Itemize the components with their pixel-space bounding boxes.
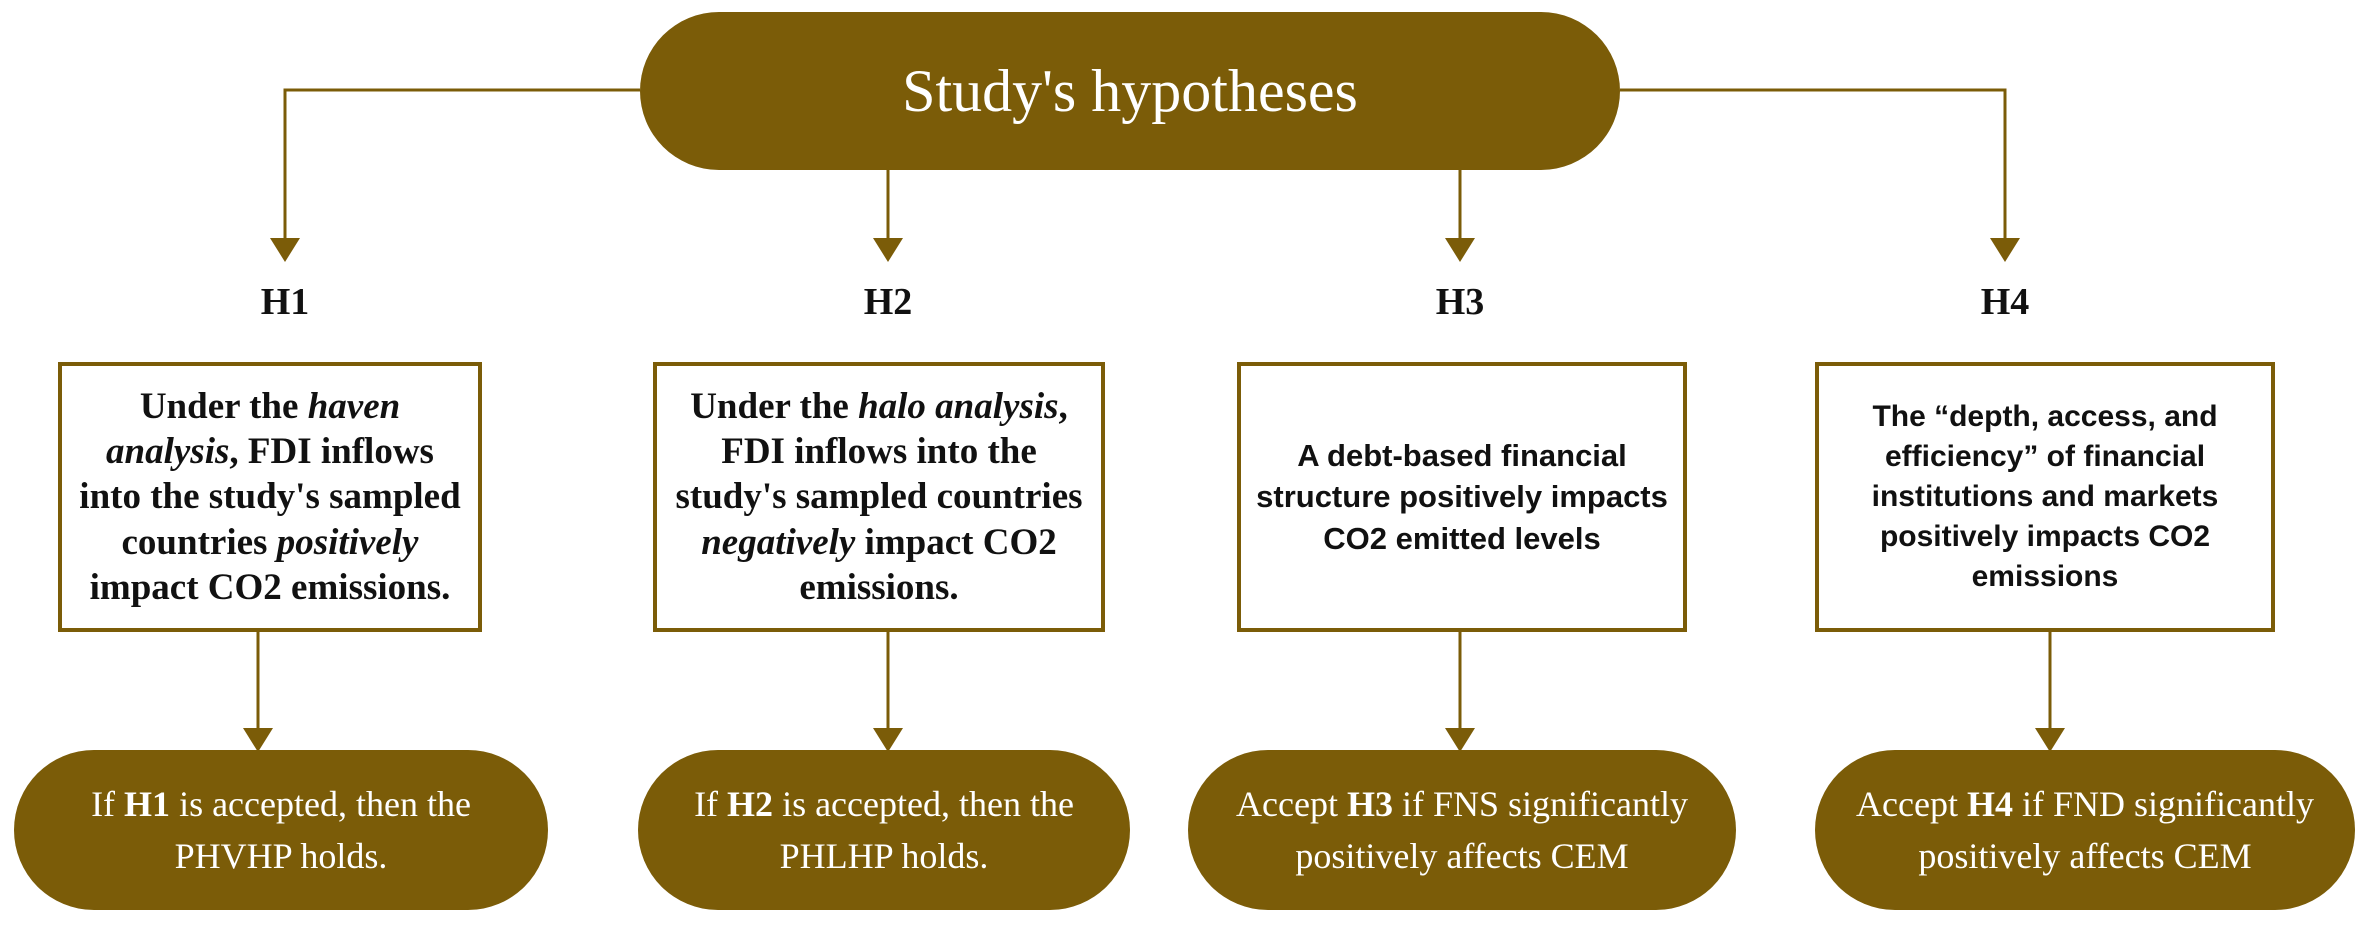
h4-label: H4 bbox=[1980, 281, 2030, 323]
root-node: Study's hypotheses bbox=[640, 12, 1620, 170]
arrowhead-h2 bbox=[873, 238, 903, 262]
h4-outcome-text: Accept H4 if FND significantly positivel… bbox=[1856, 783, 2314, 876]
arrowhead-h3-outcome bbox=[1445, 728, 1475, 752]
h3-outcome-text: Accept H3 if FNS significantly positivel… bbox=[1236, 783, 1688, 876]
arrowhead-h2-outcome bbox=[873, 728, 903, 752]
arrowhead-h3 bbox=[1445, 238, 1475, 262]
arrowhead-h4 bbox=[1990, 238, 2020, 262]
arrowhead-h1 bbox=[270, 238, 300, 262]
h1-label: H1 bbox=[260, 281, 310, 323]
h1-statement-box: Under the haven analysis, FDI inflows in… bbox=[58, 362, 482, 632]
h2-statement: Under the halo analysis, FDI inflows int… bbox=[675, 386, 1083, 608]
h1-outcome-node: If H1 is accepted, then the PHVHP holds. bbox=[14, 750, 548, 910]
h4-statement-box: The “depth, access, and efficiency” of f… bbox=[1815, 362, 2275, 632]
h3-statement: A debt-based financial structure positiv… bbox=[1256, 438, 1668, 556]
arrowhead-h1-outcome bbox=[243, 728, 273, 752]
h2-label: H2 bbox=[863, 281, 913, 323]
h2-outcome-text: If H2 is accepted, then the PHLHP holds. bbox=[694, 783, 1074, 876]
h1-outcome-text: If H1 is accepted, then the PHVHP holds. bbox=[91, 783, 471, 876]
connector-root-h4 bbox=[1620, 88, 2007, 255]
h2-outcome-node: If H2 is accepted, then the PHLHP holds. bbox=[638, 750, 1130, 910]
h3-statement-box: A debt-based financial structure positiv… bbox=[1237, 362, 1687, 632]
h4-statement: The “depth, access, and efficiency” of f… bbox=[1871, 400, 2219, 593]
connector-root-h1 bbox=[283, 88, 640, 255]
h3-label: H3 bbox=[1435, 281, 1485, 323]
h2-statement-box: Under the halo analysis, FDI inflows int… bbox=[653, 362, 1105, 632]
h3-outcome-node: Accept H3 if FNS significantly positivel… bbox=[1188, 750, 1736, 910]
h4-outcome-node: Accept H4 if FND significantly positivel… bbox=[1815, 750, 2355, 910]
arrowhead-h4-outcome bbox=[2035, 728, 2065, 752]
root-label: Study's hypotheses bbox=[902, 57, 1358, 124]
h1-statement: Under the haven analysis, FDI inflows in… bbox=[79, 386, 461, 608]
